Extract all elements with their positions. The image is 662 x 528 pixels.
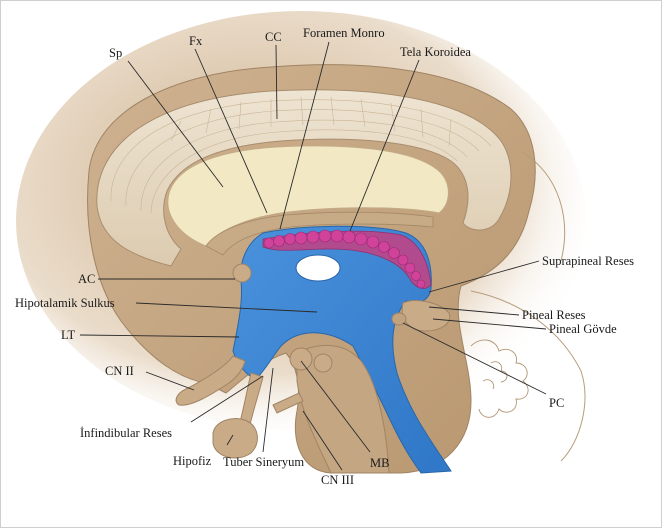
label-suprapineal-reses: Suprapineal Reses — [542, 254, 634, 268]
label-hipotalamik-sulkus: Hipotalamik Sulkus — [15, 296, 115, 310]
label-lt: LT — [61, 328, 75, 342]
label-fx: Fx — [189, 34, 203, 48]
label-sp: Sp — [109, 46, 122, 60]
interthalamic-adhesion — [296, 255, 340, 281]
label-tela-koroidea: Tela Koroidea — [400, 45, 471, 59]
label-cc: CC — [265, 30, 282, 44]
mammillary-body-2 — [314, 354, 332, 372]
label-tuber-sineryum: Tuber Sineryum — [223, 455, 304, 469]
label-foramen-monro: Foramen Monro — [303, 26, 385, 40]
label-hipofiz: Hipofiz — [173, 454, 212, 468]
label-pc: PC — [549, 396, 564, 410]
label-infundibular-reses: İnfindibular Reses — [80, 426, 172, 440]
label-mb: MB — [370, 456, 389, 470]
label-cn3: CN III — [321, 473, 354, 487]
label-pineal-reses: Pineal Reses — [522, 308, 586, 322]
label-cn2: CN II — [105, 364, 134, 378]
pituitary — [213, 419, 257, 458]
anterior-commissure — [233, 264, 251, 282]
label-pineal-govde: Pineal Gövde — [549, 322, 617, 336]
mammillary-body — [290, 348, 312, 370]
label-ac: AC — [78, 272, 95, 286]
